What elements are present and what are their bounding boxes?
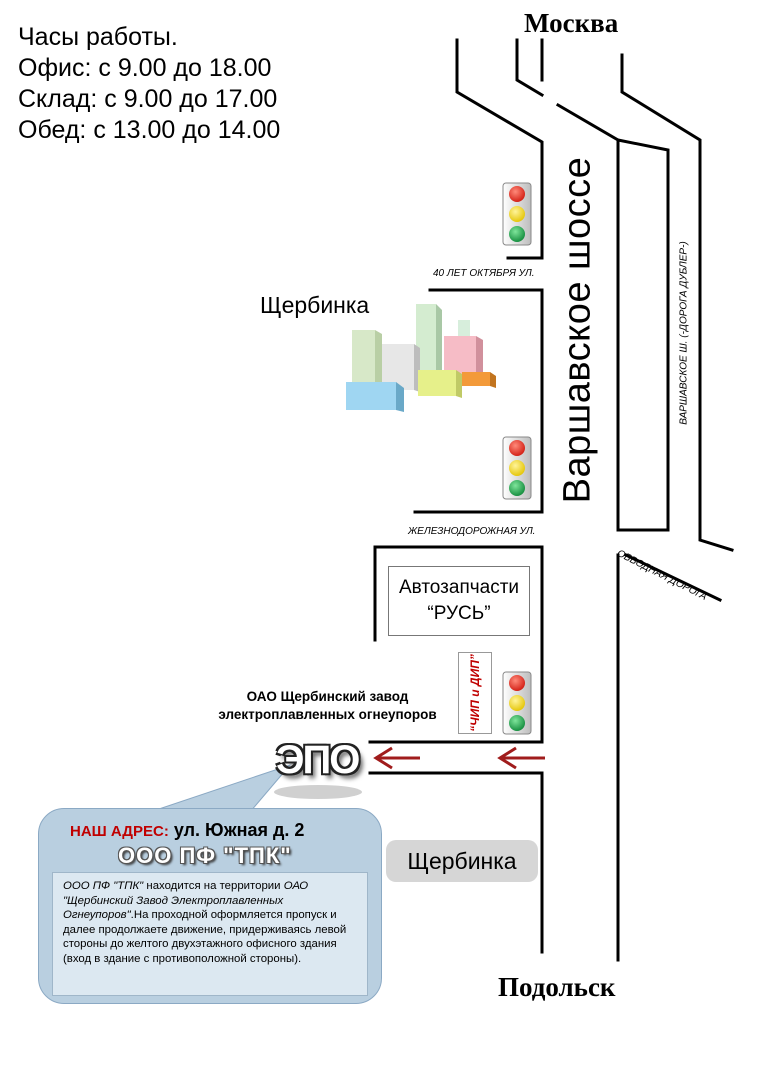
traffic-light-icon [502,671,532,735]
note-part1: находится на территории [143,880,281,892]
plant-line1: ОАО Щербинский завод [246,689,409,704]
highway-label: Варшавское шоссе [556,156,599,504]
address-label: НАШ АДРЕС: [70,823,169,840]
logo-shadow [274,785,362,799]
plant-logo: ЭПО [276,738,360,782]
shop-line2: “РУСЬ” [427,603,491,624]
chip-dip-label: “ЧИП и ДИП” [468,654,482,732]
directions-note: ООО ПФ "ТПК" находится на территории ОАО… [52,872,368,996]
company-name: ООО ПФ "ТПК" [118,843,292,868]
callout-pointer [149,763,292,813]
plant-line2: электроплавленных огнеупоров [218,707,437,722]
traffic-light-icon [502,436,532,500]
town-badge: Щербинка [386,840,538,882]
plant-name: ОАО Щербинский завод электроплавленных о… [190,688,465,724]
road-edge [455,38,544,260]
street-zheleznodorozhnaya: ЖЕЛЕЗНОДОРОЖНАЯ УЛ. [408,526,536,537]
shop-line1: Автозапчасти [398,577,520,598]
shop-rus: Автозапчасти “РУСЬ” [388,566,530,636]
road-edge [555,102,621,143]
city-north: Москва [524,8,619,38]
town-label: Щербинка [260,292,370,318]
address-value: ул. Южная д. 2 [173,820,305,840]
city-south: Подольск [498,972,616,1002]
road-edge [515,38,545,98]
hours-title: Часы работы. [18,23,178,51]
buildings-icon [346,304,496,412]
arrow-left-icon [373,746,420,770]
hours-warehouse: Склад: с 9.00 до 17.00 [18,85,278,113]
arrow-left-icon [497,746,545,770]
working-hours: Часы работы. Офис: с 9.00 до 18.00 Склад… [18,22,280,146]
duplicate-road-label: ВАРШАВСКОЕ Ш. (-ДОРОГА ДУБЛЕР-) [678,241,690,425]
note-plant: ОАО "Щербинский Завод Электроплавленных … [63,880,309,922]
street-40-let: 40 ЛЕТ ОКТЯБРЯ УЛ. [433,268,535,279]
chip-dip-store: “ЧИП и ДИП” [458,652,492,734]
note-company: ООО ПФ "ТПК" [63,880,144,892]
road-median [616,138,670,532]
traffic-light-icon [502,182,532,246]
address-line: НАШ АДРЕС: ул. Южная д. 2 [70,820,304,841]
road-edge [620,53,734,552]
road-lines [368,38,734,962]
hours-office: Офис: с 9.00 до 18.00 [18,54,272,82]
road-edge [623,552,723,603]
note-part2: .На проходной оформляется пропуск и дале… [63,909,347,965]
hours-lunch: Обед: с 13.00 до 14.00 [18,116,281,144]
